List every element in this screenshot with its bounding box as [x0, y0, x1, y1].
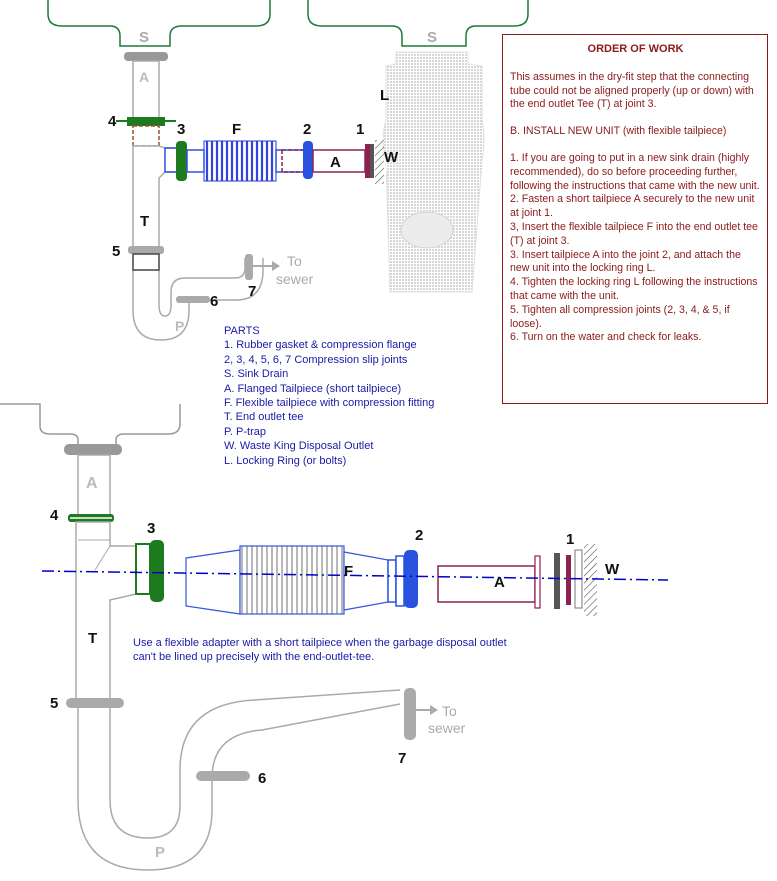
flex-label-bottom: F	[344, 563, 353, 580]
parts-item: T. End outlet tee	[224, 411, 304, 424]
joint-3-nut	[176, 141, 187, 181]
flexible-adapter-note: Use a flexible adapter with a short tail…	[133, 637, 507, 664]
joint-7-label-bottom: 7	[398, 750, 406, 767]
parts-item: W. Waste King Disposal Outlet	[224, 440, 374, 453]
tee-label-bottom: T	[88, 630, 97, 647]
flex-tailpiece-bottom	[185, 549, 241, 615]
joint-4-ring	[127, 117, 165, 126]
order-step: 5. Tighten all compression joints (2, 3,…	[510, 303, 730, 330]
joint-6-ring	[176, 296, 210, 303]
sink-drain-label: S	[139, 29, 149, 46]
tailpiece-a-side-label: A	[330, 154, 341, 171]
outlet-w-label-bottom: W	[605, 561, 620, 578]
flex-tailpiece	[203, 140, 277, 182]
joint-3-label-bottom: 3	[147, 520, 155, 537]
order-step: 3, Insert the flexible tailpiece F into …	[510, 220, 758, 247]
order-of-work-title: ORDER OF WORK	[587, 43, 684, 55]
p-trap-bottom	[77, 703, 401, 871]
sink-basin-left	[47, 0, 271, 47]
joint-4-label-bottom: 4	[50, 507, 59, 524]
order-of-work-intro: This assumes in the dry-fit step that th…	[510, 70, 754, 111]
disposal-outlet-wall-bottom	[584, 544, 597, 616]
joint-7-ring-bottom	[404, 688, 416, 740]
end-outlet-tee	[132, 145, 179, 251]
joint-2-label-bottom: 2	[415, 527, 423, 544]
tailpiece-a-horizontal-bottom	[437, 565, 536, 603]
parts-title: PARTS	[224, 325, 260, 337]
parts-item: 2, 3, 4, 5, 6, 7 Compression slip joints	[224, 353, 408, 366]
outlet-w-label: W	[384, 149, 399, 166]
joint-7-ring	[245, 254, 253, 280]
to-sewer-line2-bottom: sewer	[428, 720, 466, 736]
order-of-work-section: B. INSTALL NEW UNIT (with flexible tailp…	[510, 125, 727, 138]
locking-ring-label: L	[380, 87, 389, 104]
disposal-sink-label: S	[427, 29, 437, 46]
sink-basin-right	[307, 0, 529, 47]
tee-label: T	[140, 213, 149, 230]
joint-2-label: 2	[303, 121, 311, 138]
joint-6-label-bottom: 6	[258, 770, 266, 787]
order-of-work-box: ORDER OF WORK This assumes in the dry-fi…	[502, 34, 768, 404]
bottom-diagram: A 4 T 3 F 2 A 1 W	[0, 403, 669, 871]
order-step: 3. Insert tailpiece A into the joint 2, …	[510, 248, 741, 275]
parts-item: S. Sink Drain	[224, 368, 289, 381]
joint-1-label: 1	[356, 121, 364, 138]
parts-item: F. Flexible tailpiece with compression f…	[224, 397, 435, 410]
parts-list: PARTS 1. Rubber gasket & compression fla…	[224, 324, 434, 468]
p-trap	[132, 270, 210, 341]
parts-item: A. Flanged Tailpiece (short tailpiece)	[224, 382, 402, 395]
joint-5-ring	[128, 246, 164, 254]
to-sewer-line1-bottom: To	[442, 703, 457, 719]
end-outlet-tee-bottom	[75, 521, 137, 701]
joint-5-ring-bottom	[66, 698, 124, 708]
trap-label: P	[175, 318, 184, 334]
joint-1-label-bottom: 1	[566, 531, 574, 548]
tailpiece-a-side-label-bottom: A	[494, 574, 505, 591]
joint-5-label: 5	[112, 243, 120, 260]
joint-3-label: 3	[177, 121, 185, 138]
tailpiece-a-label: A	[139, 69, 149, 85]
flex-label: F	[232, 121, 241, 138]
sink-flange-bottom	[64, 444, 122, 455]
joint-7-label: 7	[248, 283, 256, 300]
joint-3-nut-bottom	[150, 540, 164, 602]
to-sewer-line1: To	[287, 253, 302, 269]
joint-4-label: 4	[108, 113, 117, 130]
order-step: 2. Fasten a short tailpiece A securely t…	[510, 193, 755, 220]
disposal-band	[386, 120, 482, 172]
joint-2-nut	[303, 141, 313, 179]
disposal-logo	[400, 211, 454, 249]
parts-item: P. P-trap	[224, 425, 266, 438]
joint-1-gasket-bottom	[566, 555, 571, 605]
joint-6-ring-bottom	[196, 771, 250, 781]
top-diagram: S S A L 4 T 3 F 2 A	[47, 0, 529, 341]
joint-5-label-bottom: 5	[50, 695, 58, 712]
order-step: 4. Tighten the locking ring L following …	[510, 276, 758, 302]
tailpiece-a-label-bottom: A	[86, 475, 98, 492]
disposal-outlet-wall	[375, 140, 384, 184]
sink-basin-bottom	[0, 403, 181, 446]
parts-item: L. Locking Ring (or bolts)	[224, 454, 347, 467]
tailpiece-a-vertical-bottom	[77, 454, 111, 516]
trap-label-bottom: P	[155, 844, 165, 861]
parts-item: 1. Rubber gasket & compression flange	[224, 339, 417, 352]
order-step: 6. Turn on the water and check for leaks…	[510, 331, 702, 344]
order-step: 1. If you are going to put in a new sink…	[510, 151, 760, 192]
order-of-work-steps: 1. If you are going to put in a new sink…	[510, 152, 761, 345]
joint-6-label: 6	[210, 293, 218, 310]
alignment-center-line	[41, 570, 669, 581]
joint-1-gasket	[365, 144, 370, 178]
joint-2-nut-bottom	[404, 550, 418, 608]
sink-flange	[124, 52, 168, 61]
to-sewer-line2: sewer	[276, 271, 314, 287]
